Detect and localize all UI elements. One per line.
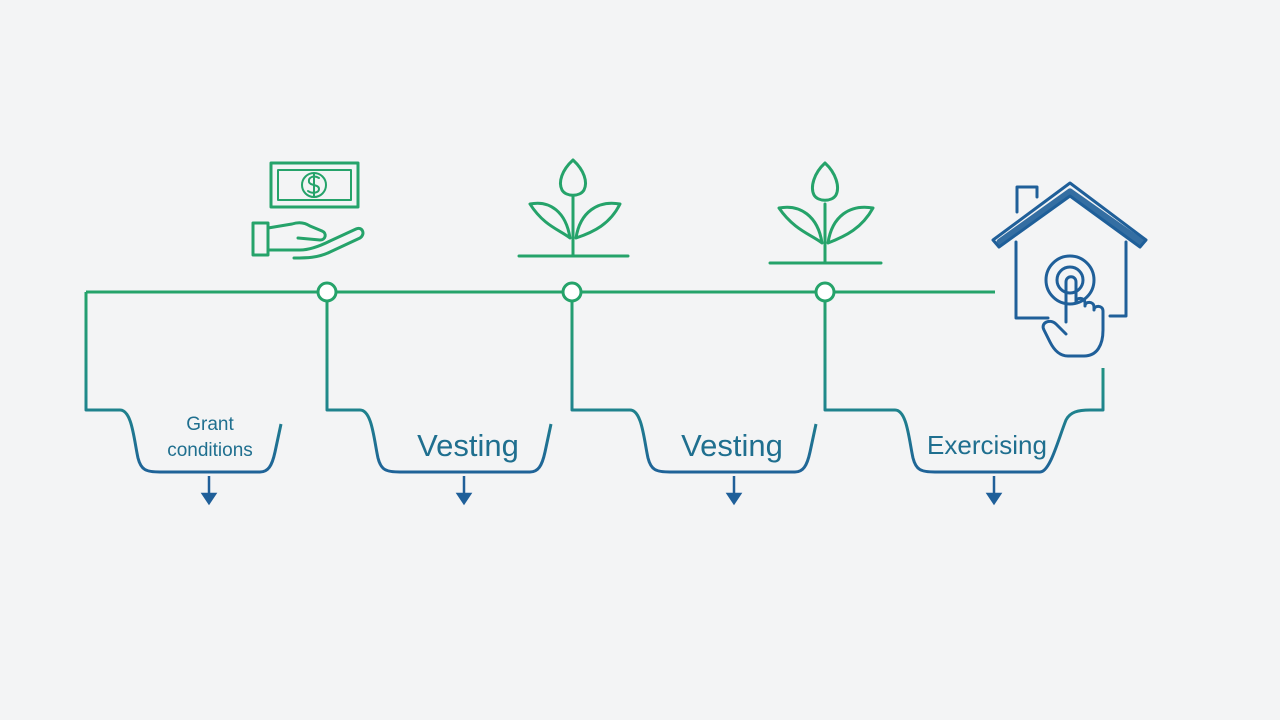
timeline-node-3 (814, 281, 836, 303)
stage-label-vesting-2: Vesting (681, 428, 783, 463)
stage-bracket-2 (325, 292, 553, 474)
stage-label-exercising: Exercising (927, 430, 1047, 460)
stage-label-grant-line2: conditions (167, 440, 253, 461)
down-arrow-1 (200, 476, 218, 506)
money-hand-icon (251, 161, 365, 260)
stage-bracket-1 (84, 292, 283, 474)
stage-bracket-4 (823, 292, 1105, 474)
stage-bracket-3 (570, 292, 818, 474)
down-arrow-4 (985, 476, 1003, 506)
house-button-icon (991, 181, 1148, 358)
stage-label-grant-line1: Grant (186, 414, 234, 435)
timeline-node-2 (561, 281, 583, 303)
sprout-icon (768, 161, 883, 265)
down-arrow-3 (725, 476, 743, 506)
stage-label-vesting-1: Vesting (417, 428, 519, 463)
timeline-node-1 (316, 281, 338, 303)
sprout-icon (517, 158, 630, 258)
down-arrow-2 (455, 476, 473, 506)
